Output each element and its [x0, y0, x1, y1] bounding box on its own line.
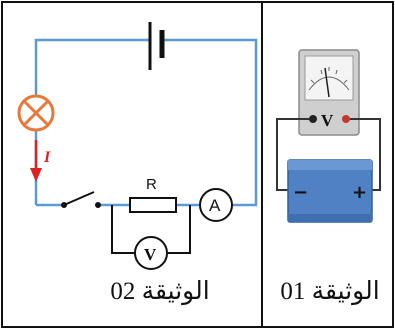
wire-top-right — [162, 38, 258, 207]
battery-body — [287, 159, 373, 223]
black-lead — [276, 118, 309, 191]
circuit-diagram: I R A V — [17, 22, 258, 270]
current-label: I — [43, 149, 51, 166]
red-lead — [350, 118, 381, 191]
lamp-symbol — [17, 94, 55, 132]
battery-test-illustration: V − + — [276, 49, 381, 223]
meter-label: V — [321, 111, 334, 130]
battery-cell-symbol — [148, 22, 165, 70]
document-02-caption: الوثيقة 02 — [110, 278, 210, 305]
ammeter-label: A — [209, 196, 221, 215]
voltmeter-symbol — [134, 236, 168, 270]
wire-voltmeter-branch-right — [168, 205, 191, 254]
resistor-label: R — [146, 176, 157, 193]
switch-symbol — [61, 191, 101, 208]
document-01-caption: الوثيقة 01 — [280, 278, 380, 305]
wire-top — [34, 38, 150, 95]
wire-voltmeter-branch — [111, 205, 134, 254]
resistor-symbol — [129, 197, 177, 213]
battery-positive-terminal: + — [352, 182, 367, 203]
voltmeter-device — [298, 49, 360, 136]
voltmeter-label: V — [144, 245, 157, 264]
battery-negative-terminal: − — [293, 182, 308, 203]
ammeter-symbol — [199, 188, 233, 222]
current-arrow — [30, 140, 42, 182]
meter-needle — [324, 67, 330, 98]
